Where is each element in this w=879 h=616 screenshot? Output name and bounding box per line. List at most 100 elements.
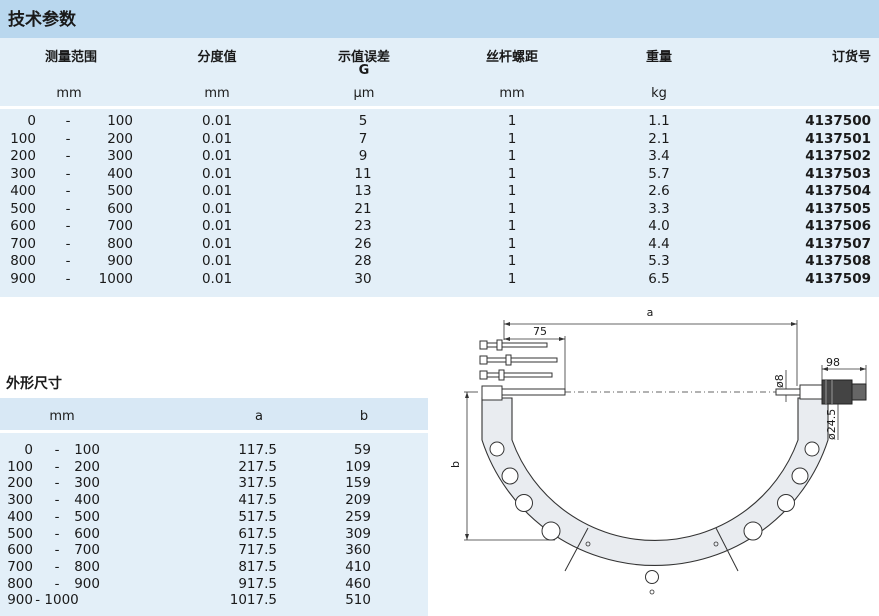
header-weight: 重量 (645, 50, 673, 65)
specs-cell-error: 28 (354, 253, 372, 269)
specs-cell-resolution: 0.01 (201, 200, 233, 217)
specs-cell-range-sep: - (65, 270, 71, 287)
dims-cell-range-sep: - (54, 558, 60, 575)
specs-cell-pitch: 1 (507, 113, 517, 129)
specs-cell-range-sep: - (65, 200, 71, 217)
specs-cell-resolution: 0.01 (201, 183, 233, 199)
sleeve (799, 384, 823, 400)
header-error-sub: G (358, 63, 370, 78)
specs-cell-pitch: 1 (507, 253, 517, 269)
specs-cell-range-to: 700 (107, 218, 133, 234)
specs-title: 技术参数 (8, 10, 76, 30)
dims-cell-b: 159 (345, 475, 371, 492)
dims-cell-range-from: 700 (7, 558, 33, 575)
dims-cell-a: 917.5 (238, 575, 277, 592)
dims-cell-a: 817.5 (238, 558, 277, 575)
specs-cell-weight: 1.1 (648, 113, 670, 129)
specs-cell-order-no: 4137508 (805, 253, 871, 269)
specs-cell-error: 26 (354, 235, 372, 252)
header-pitch: 丝杆螺距 (485, 50, 539, 65)
specs-cell-range-from: 900 (10, 270, 36, 287)
dim-a-label: a (647, 306, 654, 319)
dims-cell-range-sep: - (54, 458, 60, 475)
specs-cell-range-to: 200 (107, 130, 133, 147)
dims-cell-range-to: 100 (74, 442, 100, 458)
specs-cell-range-sep: - (65, 113, 71, 129)
specs-cell-pitch: 1 (507, 218, 517, 234)
dims-cell-range-to: 600 (74, 525, 100, 542)
unit-weight: kg (651, 86, 667, 101)
specs-cell-weight: 4.0 (648, 218, 670, 234)
specs-cell-pitch: 1 (507, 148, 517, 164)
dims-cell-a: 117.5 (238, 442, 277, 458)
dims-header-band (0, 398, 428, 430)
specs-cell-pitch: 1 (507, 183, 517, 199)
dims-cell-b: 59 (353, 442, 371, 458)
dims-cell-range-from: 800 (7, 575, 33, 592)
specs-cell-range-from: 700 (10, 235, 36, 252)
specs-cell-error: 7 (358, 130, 368, 147)
anvil-holder (481, 385, 503, 401)
dims-cell-range-to: 400 (74, 492, 100, 509)
specs-cell-range-sep: - (65, 130, 71, 147)
dims-cell-range-to: 800 (74, 558, 100, 575)
dimension-arrows (465, 322, 866, 540)
unit-range: mm (56, 86, 82, 101)
header-resolution: 分度值 (197, 50, 237, 65)
specs-cell-order-no: 4137501 (805, 130, 871, 147)
specs-cell-range-from: 100 (10, 130, 36, 147)
dims-cell-b: 360 (345, 542, 371, 559)
dims-cell-range-sep: - (54, 492, 60, 509)
specs-cell-range-to: 800 (107, 235, 133, 252)
specs-cell-range-to: 400 (107, 165, 133, 182)
specs-cell-order-no: 4137506 (805, 218, 871, 234)
specs-cell-range-sep: - (65, 235, 71, 252)
specs-cell-resolution: 0.01 (201, 130, 233, 147)
specs-cell-pitch: 1 (507, 130, 517, 147)
specs-cell-range-to: 900 (107, 253, 133, 269)
specs-cell-weight: 5.3 (648, 253, 670, 269)
unit-error: μm (353, 86, 375, 101)
specs-cell-order-no: 4137503 (805, 165, 871, 182)
dims-cell-range-from: 200 (7, 475, 33, 492)
specs-cell-resolution: 0.01 (201, 113, 233, 129)
specs-cell-pitch: 1 (507, 200, 517, 217)
specs-cell-resolution: 0.01 (201, 235, 233, 252)
dims-cell-range-from: 300 (7, 492, 33, 509)
title-band (0, 0, 879, 38)
dims-cell-b: 209 (345, 492, 371, 509)
frame-screws (585, 541, 719, 595)
dims-cell-a: 217.5 (238, 458, 277, 475)
dims-cell-range-to: 700 (74, 542, 100, 559)
dims-cell-range-sep: - 1000 (35, 592, 79, 609)
specs-cell-error: 11 (354, 165, 372, 182)
dims-cell-range-to: 500 (74, 508, 100, 525)
specs-cell-weight: 3.3 (648, 200, 670, 217)
specs-cell-resolution: 0.01 (201, 253, 233, 269)
dims-cell-range-to: 200 (74, 458, 100, 475)
dims-cell-b: 510 (345, 592, 371, 609)
dims-cell-range-sep: - (54, 525, 60, 542)
specs-cell-pitch: 1 (507, 165, 517, 182)
anvil (501, 388, 566, 396)
specs-cell-order-no: 4137502 (805, 148, 871, 164)
dims-cell-b: 109 (345, 458, 371, 475)
specs-cell-order-no: 4137504 (805, 183, 871, 199)
specs-cell-weight: 2.6 (648, 183, 670, 199)
dims-cell-b: 309 (345, 525, 371, 542)
dims-cell-a: 617.5 (238, 525, 277, 542)
specs-cell-range-from: 500 (10, 200, 36, 217)
specs-cell-range-to: 100 (107, 113, 133, 129)
specs-cell-pitch: 1 (507, 235, 517, 252)
dims-cell-a: 1017.5 (229, 592, 277, 609)
micrometer-frame (481, 397, 829, 566)
specs-cell-order-no: 4137505 (805, 200, 871, 217)
dims-cell-b: 410 (345, 558, 371, 575)
specs-cell-range-from: 400 (10, 183, 36, 199)
header-error: 示值误差 (337, 50, 391, 65)
specs-cell-weight: 4.4 (648, 235, 670, 252)
dims-cell-a: 317.5 (238, 475, 277, 492)
specs-cell-range-to: 300 (107, 148, 133, 164)
dimension-lines (464, 320, 867, 541)
